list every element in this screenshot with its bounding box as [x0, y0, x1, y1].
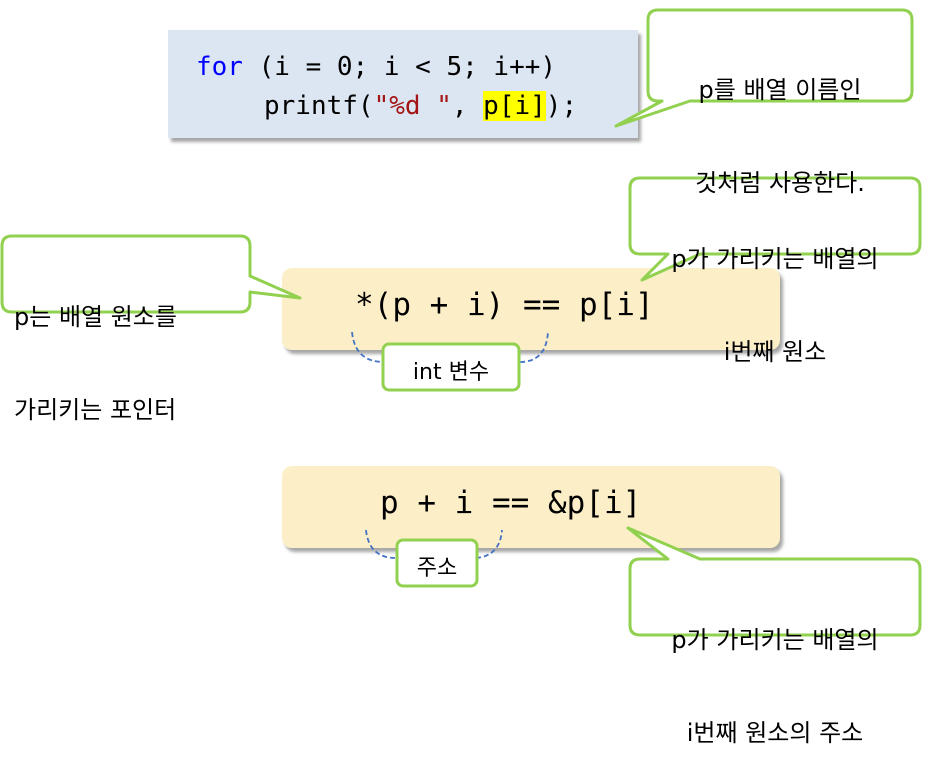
callout-pointer-line2: 가리키는 포인터 [14, 396, 177, 424]
dashed-brace-address [365, 529, 503, 559]
expression-address: p + i == &p[i] [380, 485, 642, 521]
code-block: for (i = 0; i < 5; i++) printf("%d ", p[… [168, 30, 638, 138]
expression-box-deref [282, 268, 780, 350]
code-for-condition: (i = 0; i < 5; i++) [242, 52, 557, 82]
callout-array-name-text: p를 배열 이름인 것처럼 사용한다. [648, 13, 912, 230]
code-comma: , [451, 91, 484, 121]
code-highlight-pi: p[i] [483, 91, 546, 121]
expression-deref: *(p + i) == p[i] [355, 287, 654, 323]
callout-bubble-array-name [614, 8, 914, 128]
tag-box-address [395, 538, 479, 588]
callout-element-line1: p가 가리키는 배열의 [671, 245, 879, 273]
code-printf-open: printf( [264, 91, 374, 121]
callout-address-text: p가 가리키는 배열의 i번째 원소의 주소 [630, 563, 920, 780]
tag-address: 주소 [416, 556, 458, 581]
callout-array-name-line2: 것처럼 사용한다. [695, 169, 865, 197]
code-line-for: for (i = 0; i < 5; i++) [196, 52, 556, 82]
tag-box-int [381, 342, 521, 392]
expression-box-address [282, 466, 780, 548]
code-format-string: "%d " [373, 91, 452, 121]
callout-address-line1: p가 가리키는 배열의 [671, 626, 879, 654]
callout-pointer-text: p는 배열 원소를 가리키는 포인터 [14, 240, 250, 457]
callout-element-text: p가 가리키는 배열의 i번째 원소 [630, 182, 920, 399]
callout-address-line2: i번째 원소의 주소 [686, 719, 864, 747]
callout-element-line2: i번째 원소 [723, 338, 827, 366]
callout-bubble-pointer [0, 234, 302, 314]
dashed-brace-deref [351, 331, 549, 363]
callout-array-name-line1: p를 배열 이름인 [698, 76, 862, 104]
code-keyword-for: for [196, 52, 243, 82]
callout-pointer-line1: p는 배열 원소를 [14, 303, 177, 331]
code-printf-close: ); [545, 91, 578, 121]
tag-int-variable: int 변수 [412, 360, 490, 385]
callout-shapes [0, 8, 922, 637]
callout-bubble-address [626, 526, 922, 637]
callout-bubble-element [628, 176, 922, 282]
code-line-printf: printf("%d ", p[i]); [264, 91, 577, 121]
